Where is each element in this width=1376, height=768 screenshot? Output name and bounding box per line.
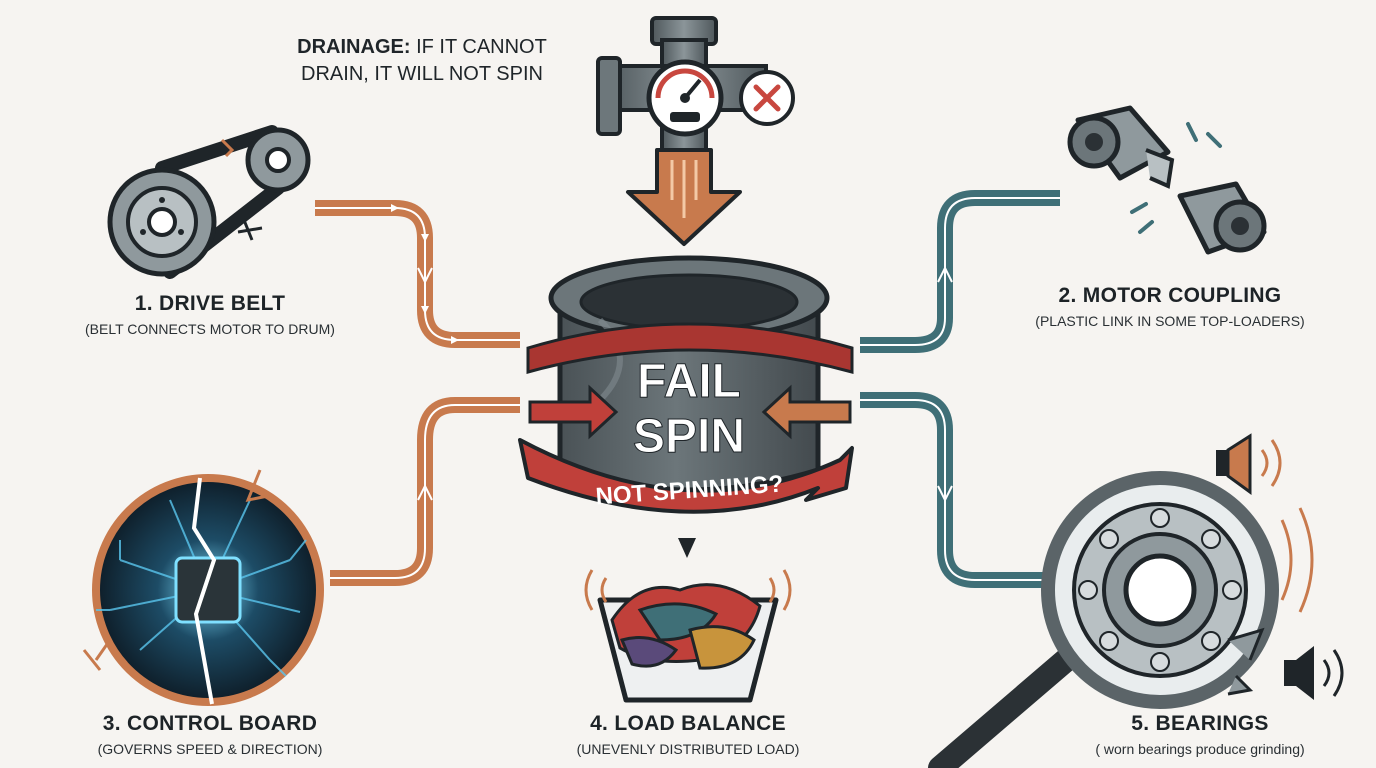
inward-arrows — [528, 384, 852, 440]
cause-title: 4. LOAD BALANCE — [590, 712, 786, 735]
connector-control-board — [330, 397, 520, 586]
bearing-magnifier-icon — [928, 471, 1314, 768]
drain-pipe-gauge-icon — [596, 16, 795, 152]
laundry-basket-icon — [584, 538, 792, 703]
cause-subtitle: (GOVERNS SPEED & DIRECTION) — [97, 741, 323, 757]
cause-title: 1. DRIVE BELT — [134, 292, 286, 315]
drainage-down-arrow — [626, 148, 742, 246]
speaker-icon-2 — [1284, 646, 1344, 700]
drainage-heading: DRAINAGE: — [297, 36, 411, 58]
speaker-icon — [1216, 433, 1282, 495]
cause-subtitle: (PLASTIC LINK IN SOME TOP-LOADERS) — [1035, 313, 1305, 329]
cause-load-balance: 4. LOAD BALANCE (UNEVENLY DISTRIBUTED LO… — [528, 712, 848, 757]
motor-coupling-icon — [1067, 105, 1267, 255]
cause-title: 2. MOTOR COUPLING — [1058, 284, 1282, 307]
connector-bearings — [860, 392, 1060, 588]
cause-drive-belt: 1. DRIVE BELT (BELT CONNECTS MOTOR TO DR… — [50, 292, 370, 337]
drainage-text-line2: DRAIN, IT WILL NOT SPIN — [301, 63, 543, 85]
center-title: FAIL SPIN — [632, 355, 745, 464]
center-title-line2: SPIN — [633, 410, 745, 463]
cause-subtitle: (BELT CONNECTS MOTOR TO DRUM) — [85, 321, 335, 337]
cause-title: 3. CONTROL BOARD — [102, 712, 318, 735]
cause-bearings: 5. BEARINGS ( worn bearings produce grin… — [1050, 712, 1350, 757]
belt-pulley-icon — [107, 125, 311, 279]
cause-subtitle: ( worn bearings produce grinding) — [1095, 741, 1305, 757]
cause-title: 5. BEARINGS — [1131, 712, 1269, 735]
drainage-text-line1: IF IT CANNOT — [416, 36, 547, 58]
connector-drive-belt — [315, 200, 520, 348]
cause-subtitle: (UNEVENLY DISTRIBUTED LOAD) — [576, 741, 800, 757]
cause-control-board: 3. CONTROL BOARD (GOVERNS SPEED & DIRECT… — [50, 712, 370, 757]
circuit-board-icon — [82, 469, 324, 706]
connector-motor-coupling — [860, 190, 1060, 353]
center-title-line1: FAIL — [637, 355, 741, 408]
ribbon-back — [526, 322, 854, 374]
cause-motor-coupling: 2. MOTOR COUPLING (PLASTIC LINK IN SOME … — [1000, 284, 1340, 329]
drainage-note: DRAINAGE: IF IT CANNOT DRAIN, IT WILL NO… — [262, 34, 582, 88]
